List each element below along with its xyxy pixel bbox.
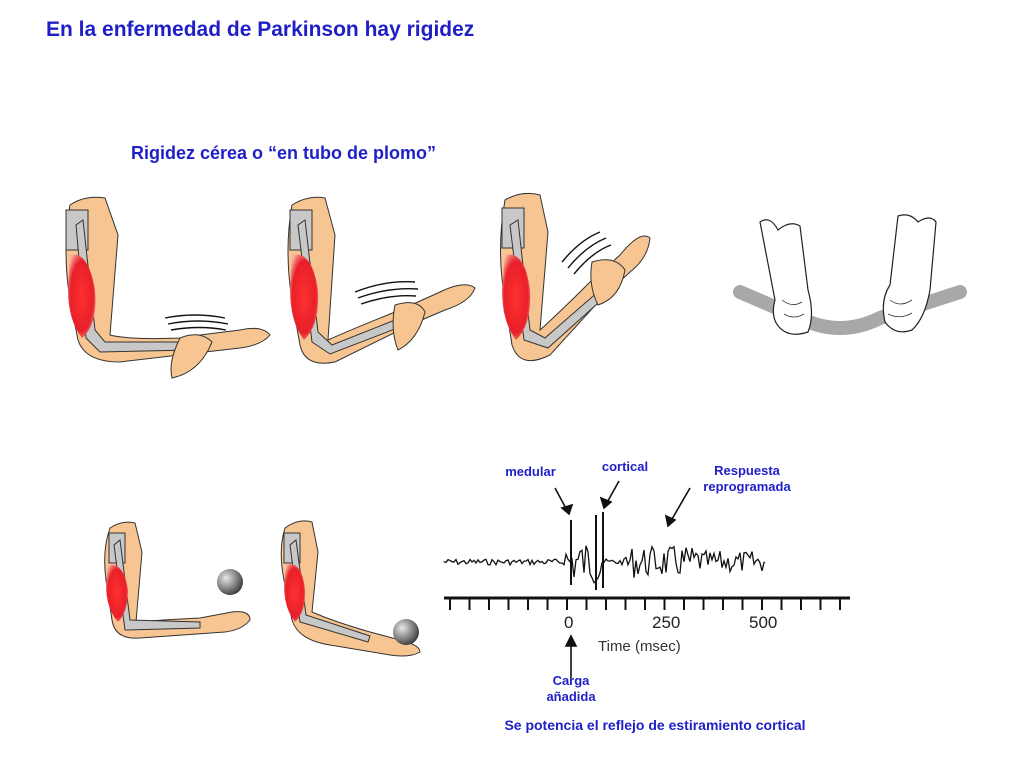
tick-label-500: 500 xyxy=(749,613,778,632)
emg-trace xyxy=(443,512,850,610)
motion-lines-3 xyxy=(561,231,612,275)
slide-subtitle: Rigidez cérea o “en tubo de plomo” xyxy=(131,143,437,163)
label-medular: medular xyxy=(505,464,556,479)
label-cortical: cortical xyxy=(601,459,649,474)
arm-illustration-3 xyxy=(500,192,651,362)
label-respuesta-reprogramada: Respuesta reprogramada xyxy=(703,463,791,494)
caption-reflejo-cortical: Se potencia el reflejo de estiramiento c… xyxy=(504,717,806,733)
annotation-arrows xyxy=(554,480,691,678)
motion-lines-1 xyxy=(164,314,229,331)
weight-ball-in-hand-icon xyxy=(393,619,419,645)
arm-illustration-5 xyxy=(280,520,421,657)
time-axis-label: Time (msec) xyxy=(598,638,681,655)
tick-label-0: 0 xyxy=(564,613,574,632)
tick-label-250: 250 xyxy=(652,613,681,632)
weight-ball-icon xyxy=(217,569,243,595)
label-carga-anadida: Carga añadida xyxy=(546,673,596,704)
arm-illustration-2 xyxy=(287,196,476,364)
hands-bending-rod xyxy=(733,214,967,335)
slide-title: En la enfermedad de Parkinson hay rigide… xyxy=(46,18,475,41)
motion-lines-2 xyxy=(354,281,419,305)
arm-illustration-1 xyxy=(65,196,271,379)
arm-illustration-4 xyxy=(104,521,251,639)
